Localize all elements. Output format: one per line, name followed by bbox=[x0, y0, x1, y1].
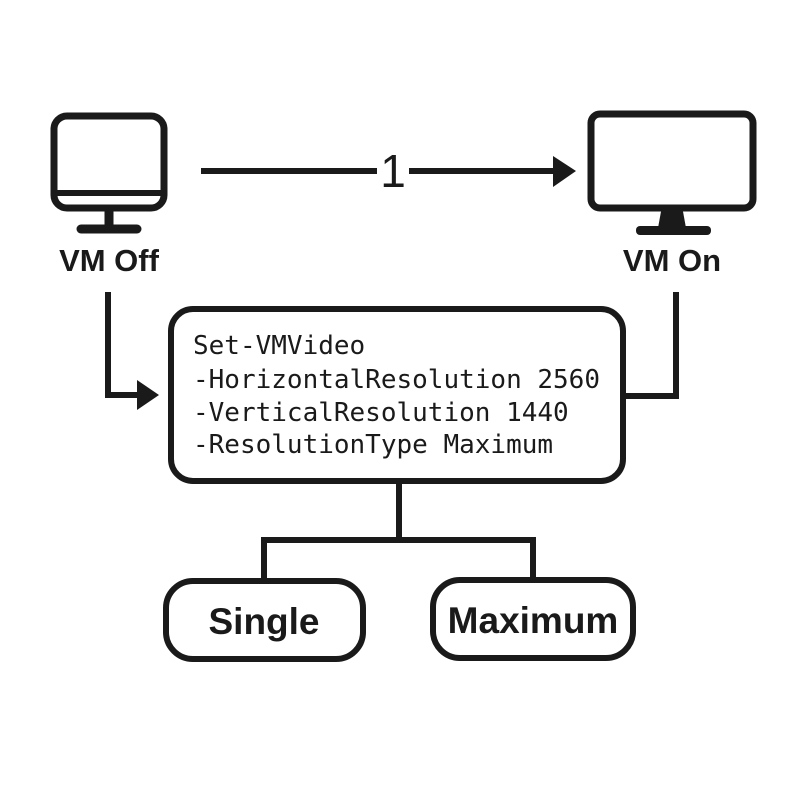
monitor-screen bbox=[587, 110, 757, 212]
command-code-block: Set-VMVideo -HorizontalResolution 2560 -… bbox=[193, 331, 600, 460]
connector-elbow-line bbox=[105, 292, 138, 398]
transition-step-label: 1 bbox=[380, 145, 406, 197]
vm-on-label: VM On bbox=[623, 243, 721, 278]
command-box bbox=[168, 306, 626, 484]
monitor-stand-stem bbox=[658, 206, 686, 228]
option-single-box bbox=[163, 578, 366, 662]
option-maximum-box bbox=[430, 577, 636, 661]
tree-branch-line bbox=[261, 537, 536, 581]
monitor-stand-base bbox=[636, 226, 711, 235]
command-line: -HorizontalResolution 2560 bbox=[193, 365, 600, 395]
command-line: Set-VMVideo bbox=[193, 331, 365, 361]
vm-off-label: VM Off bbox=[59, 243, 160, 278]
vm-on-monitor-icon bbox=[587, 110, 757, 235]
command-to-options-connector bbox=[261, 482, 536, 581]
vm-off-monitor-icon bbox=[50, 112, 168, 234]
option-maximum-label: Maximum bbox=[448, 600, 619, 641]
command-line: -ResolutionType Maximum bbox=[193, 430, 553, 460]
command-line: -VerticalResolution 1440 bbox=[193, 398, 569, 428]
arrowhead-right-icon bbox=[553, 156, 576, 187]
arrowhead-right-icon bbox=[137, 380, 159, 410]
vm-off-to-command-connector bbox=[105, 292, 159, 410]
option-single-label: Single bbox=[208, 601, 319, 642]
command-to-vm-on-connector bbox=[626, 292, 679, 399]
transition-arrow bbox=[201, 156, 576, 187]
